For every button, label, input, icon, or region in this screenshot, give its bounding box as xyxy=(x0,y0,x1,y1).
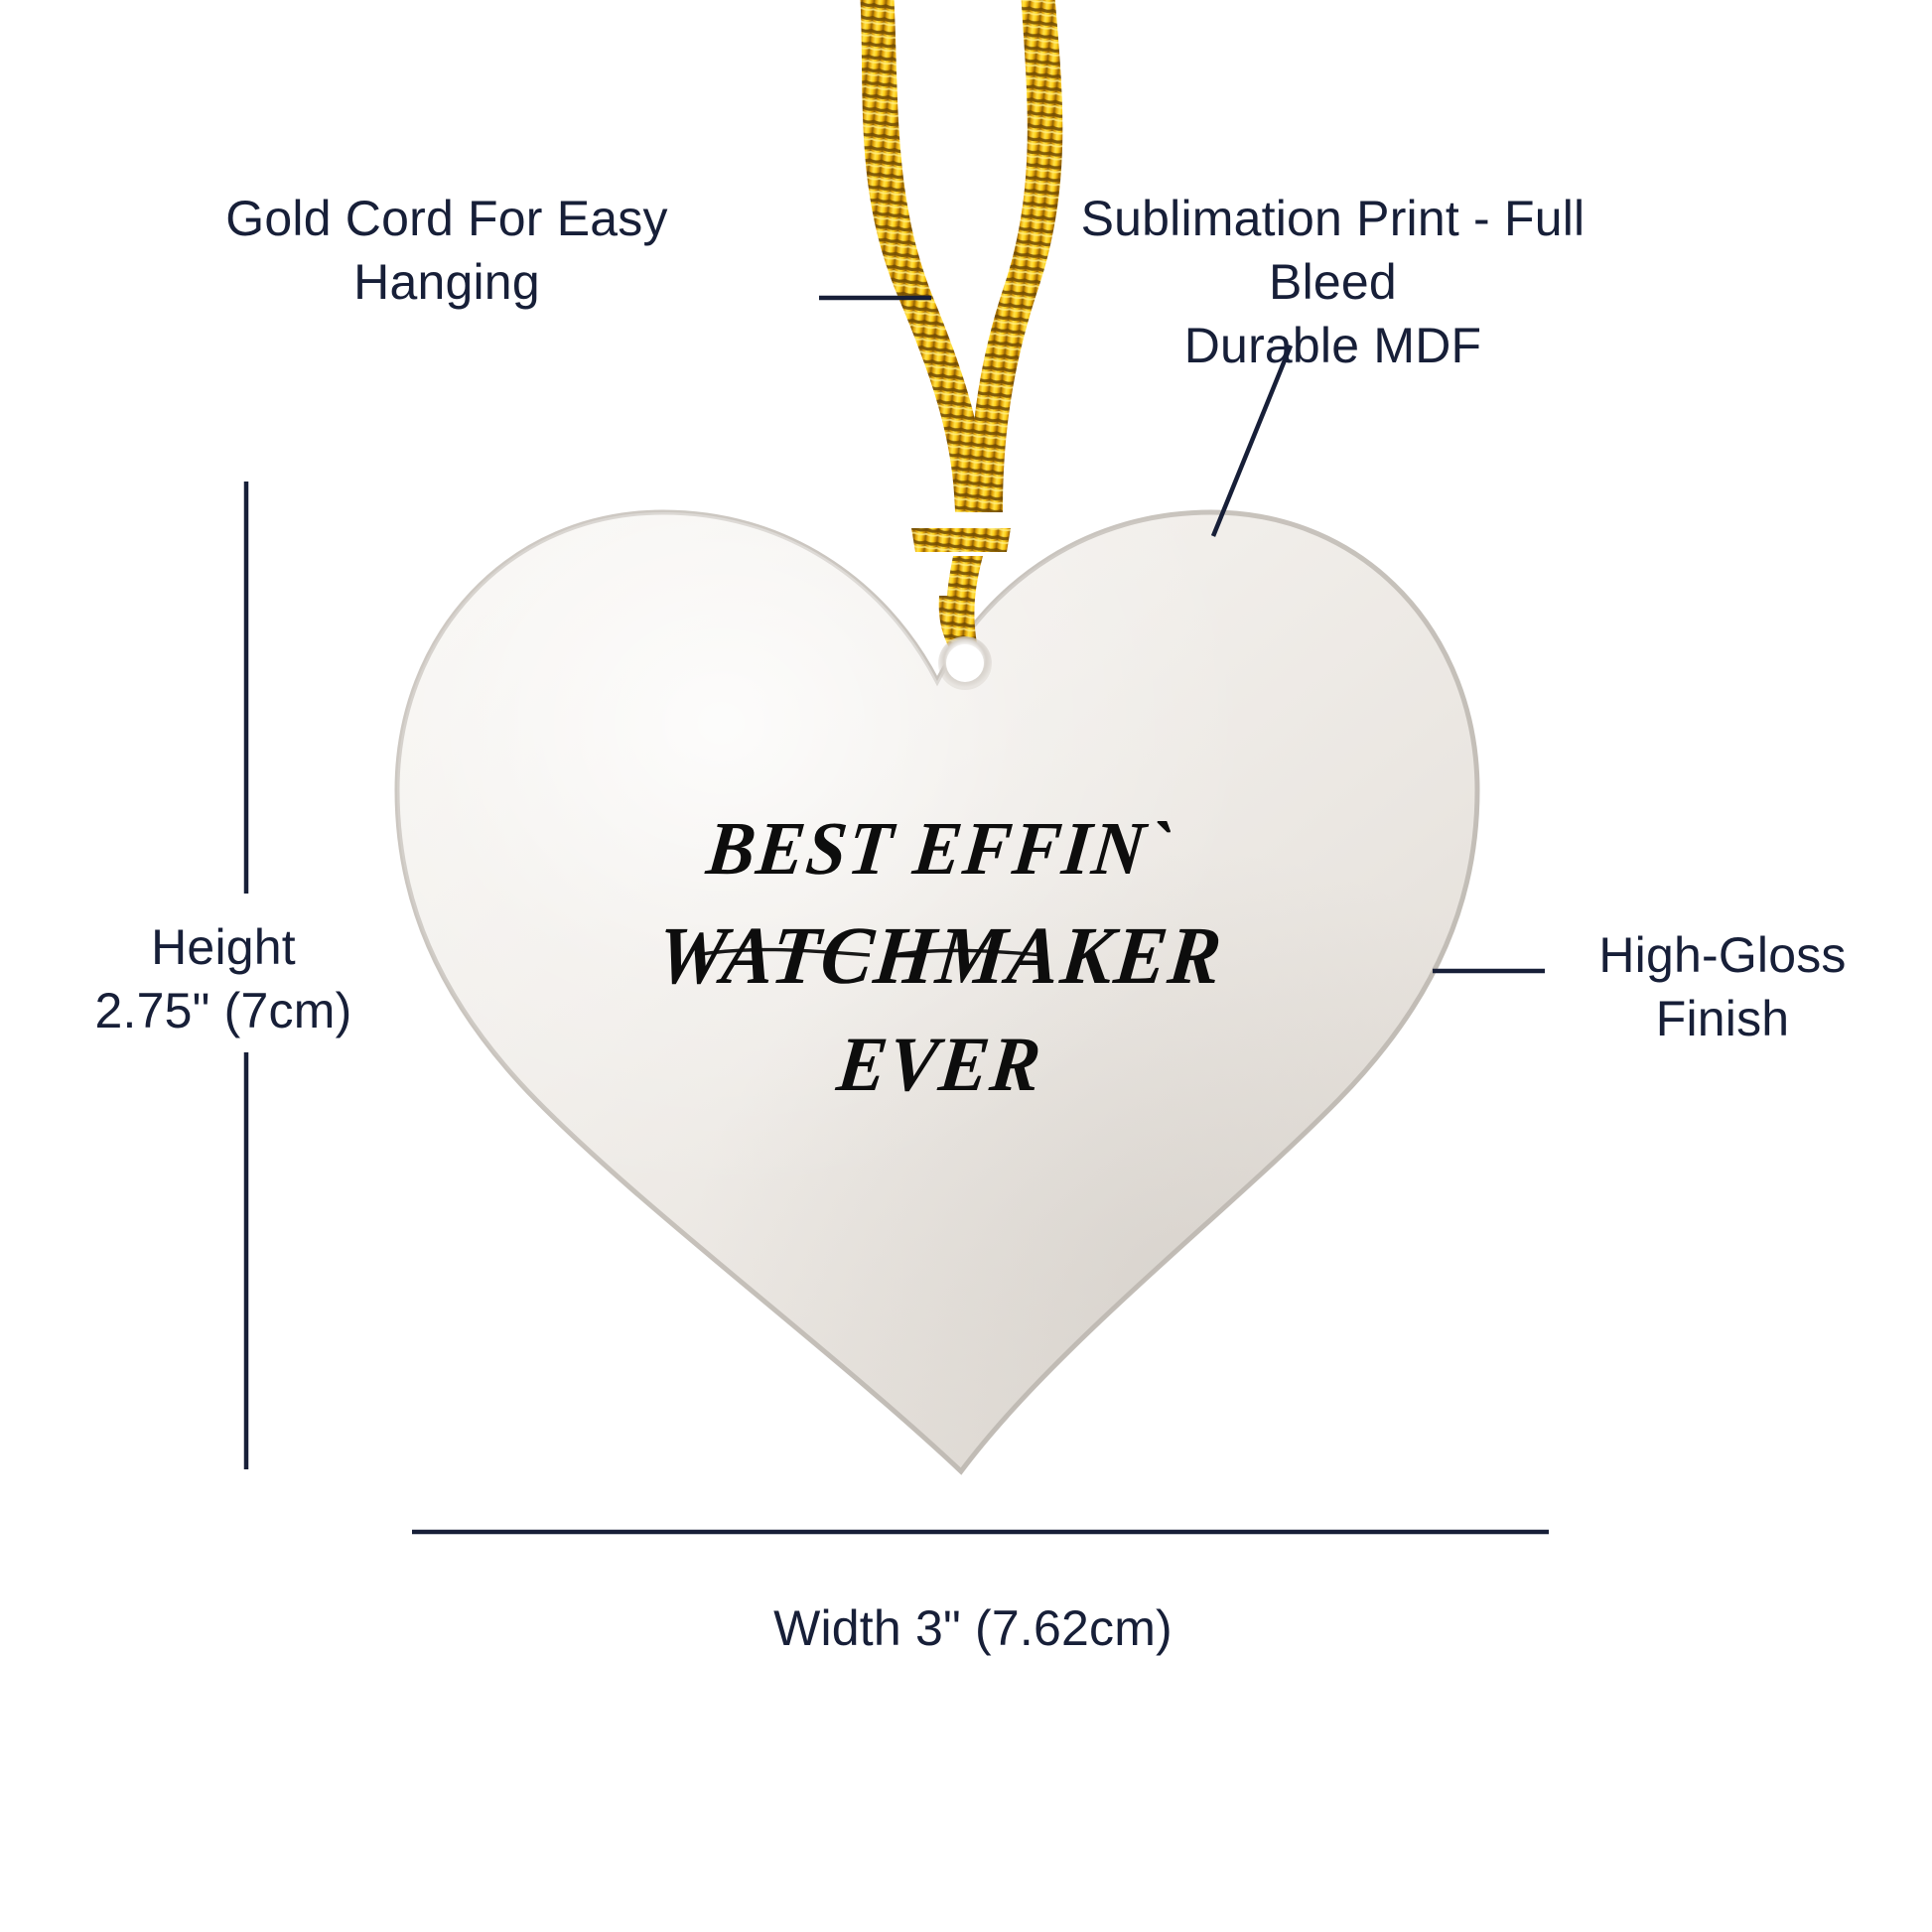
svg-text:WATCHMAKER: WATCHMAKER xyxy=(653,910,1228,1001)
svg-text:EVER: EVER xyxy=(832,1021,1046,1107)
hanging-hole xyxy=(938,636,992,690)
annotation-high-gloss-finish: High-Gloss Finish xyxy=(1598,927,1847,1046)
dimension-lines xyxy=(243,482,1549,1535)
annotation-sublimation-print: Sublimation Print - Full Bleed Durable M… xyxy=(1080,191,1586,373)
svg-text:BEST EFFIN`: BEST EFFIN` xyxy=(702,807,1176,891)
heart-ornament-body xyxy=(394,509,1480,1475)
leader-lines xyxy=(819,295,1545,974)
ornament-printed-text: BEST EFFIN` WATCHMAKER EVER xyxy=(653,807,1228,1107)
annotation-gold-cord: Gold Cord For Easy Hanging xyxy=(225,191,668,310)
leader-sublimation xyxy=(1210,345,1294,537)
dimension-label-height: Height 2.75" (7cm) xyxy=(94,919,352,1038)
dimension-label-width: Width 3" (7.62cm) xyxy=(773,1600,1173,1656)
